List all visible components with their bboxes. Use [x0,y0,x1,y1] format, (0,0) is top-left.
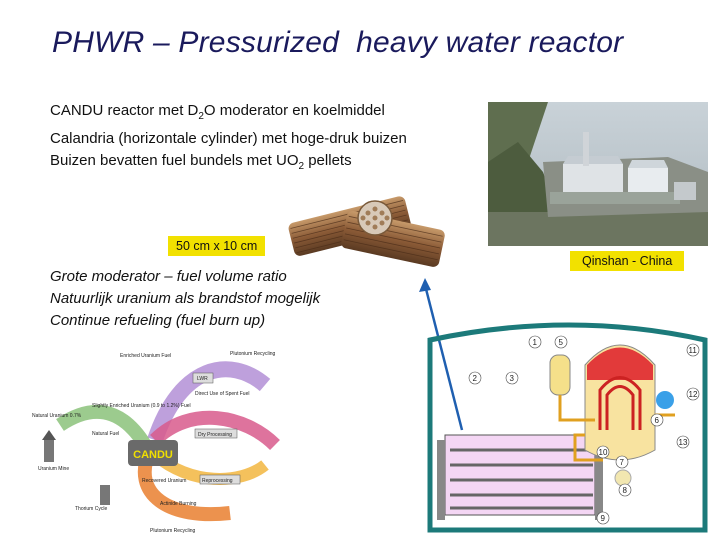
note-item: Grote moderator – fuel volume ratio [50,268,287,285]
steam-dome [587,347,653,380]
callout-9: 9 [601,514,606,523]
callout-12: 12 [689,390,698,399]
label-lwr: LWR [197,376,208,382]
note-item: Natuurlijk uranium als brandstof mogelij… [50,290,321,307]
intro-line-3: Buizen bevatten fuel bundels met UO2 pel… [50,152,352,172]
callout-6: 6 [655,416,660,425]
fuel-channels [450,448,593,510]
callout-3: 3 [510,374,515,383]
label-plutonium-top: Plutonium Recycling [230,351,276,357]
fueling-machine-left [437,440,445,520]
label-mine: Uranium Mine [38,466,69,472]
label-spent-fuel: Direct Use of Spent Fuel [195,391,249,397]
intro-line-1: CANDU reactor met D2O moderator en koelm… [50,102,385,122]
callout-5: 5 [559,338,564,347]
note-item: Continue refueling (fuel burn up) [50,312,266,329]
callout-10: 10 [599,448,608,457]
callout-11: 11 [689,346,698,355]
thorium-tower-icon [100,485,110,505]
containment-building [427,322,708,533]
fuel-cycle-diagram: CANDU Enriched Uranium Fuel LWR Plutoniu… [32,351,280,534]
intro-line-2: Calandria (horizontale cylinder) met hog… [50,130,407,147]
intro-text: CANDU reactor met D2O moderator en koelm… [50,100,407,178]
plant-photo [488,102,708,246]
candu-label: CANDU [133,449,173,461]
callout-8: 8 [623,486,628,495]
label-dry-processing: Dry Processing [198,432,232,438]
callout-2: 2 [473,374,478,383]
candu-reactor-icon [128,440,178,466]
arc-pink [150,410,280,451]
notes-list: Grote moderator – fuel volume ratio Natu… [50,266,320,332]
label-natural-fuel: Natural Fuel [92,431,119,437]
label-natural-uranium: Natural Uranium 0.7% [32,413,82,419]
callout-7: 7 [620,458,625,467]
fuel-bundle-image [288,196,445,267]
fueling-machine-right [595,440,603,520]
label-enriched: Enriched Uranium Fuel [120,353,171,359]
callout-13: 13 [679,438,688,447]
plant-caption: Qinshan - China [570,251,685,271]
label-reprocessing: Reprocessing [202,478,233,484]
calandria [444,434,596,516]
callout-1: 1 [533,338,538,347]
slide-title: PHWR – Pressurized heavy water reactor [52,26,624,59]
mine-tower-icon [44,440,54,462]
label-plutonium-bottom: Plutonium Recycling [150,528,196,534]
reactor-schematic: 1 2 3 5 6 7 8 9 10 11 12 13 [427,322,708,533]
label-actinide: Actinide Burning [160,501,197,507]
label-slightly-enriched: Slightly Enriched Uranium (0.9 to 1.2%) … [92,403,191,409]
pump-icon [614,469,632,487]
turbine-icon [656,391,674,409]
label-thorium: Thorium Cycle [75,506,107,512]
arc-green [56,405,151,449]
pressurizer [549,354,571,396]
label-recovered: Recovered Uranium [142,478,186,484]
fuel-size-label: 50 cm x 10 cm [168,236,266,256]
